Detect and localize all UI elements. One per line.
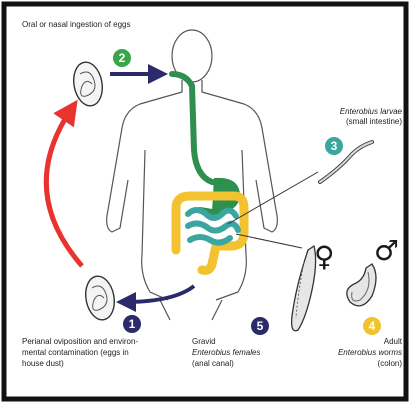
step-3-badge: 3 <box>325 137 343 155</box>
label-perianal-2: mental contamination (eggs in <box>22 348 129 357</box>
step-5-badge: 5 <box>251 317 269 335</box>
label-adult-1: Adult <box>384 337 403 346</box>
svg-text:2: 2 <box>119 51 126 65</box>
label-oral-ingestion: Oral or nasal ingestion of eggs <box>22 20 131 29</box>
label-perianal-1: Perianal oviposition and environ- <box>22 337 138 346</box>
label-larvae-title: Enterobius larvae <box>340 107 403 116</box>
label-adult-2: Enterobius worms <box>338 348 402 357</box>
step-2-badge: 2 <box>113 49 131 67</box>
svg-text:5: 5 <box>257 319 264 333</box>
label-gravid-2: Enterobius females <box>192 348 260 357</box>
label-gravid-3: (anal canal) <box>192 359 234 368</box>
step-4-badge: 4 <box>363 317 381 335</box>
female-symbol: ♀ <box>314 240 335 273</box>
step-1-badge: 1 <box>123 315 141 333</box>
label-larvae-sub: (small intestine) <box>346 117 402 126</box>
label-gravid-1: Gravid <box>192 337 216 346</box>
label-adult-3: (colon) <box>378 359 403 368</box>
svg-text:1: 1 <box>129 317 136 331</box>
label-perianal-3: house dust) <box>22 359 64 368</box>
svg-text:4: 4 <box>369 319 376 333</box>
svg-text:3: 3 <box>331 139 338 153</box>
male-symbol: ♂ <box>374 234 399 267</box>
